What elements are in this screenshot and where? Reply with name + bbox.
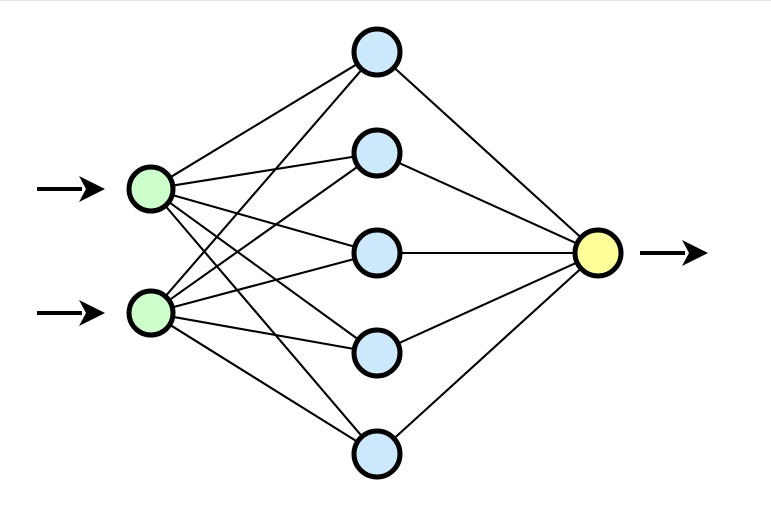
output-arrow-1: [640, 240, 708, 266]
hidden-node-h1[interactable]: [351, 26, 403, 78]
connection-edge: [173, 316, 354, 350]
hidden-node-h2[interactable]: [351, 127, 403, 179]
input-node-i2[interactable]: [126, 288, 176, 338]
hidden-node-h3[interactable]: [351, 227, 403, 279]
connection-edge: [173, 155, 354, 187]
output-node-o1[interactable]: [572, 227, 624, 279]
connection-edge: [398, 262, 577, 344]
input-arrow-2: [37, 300, 105, 326]
input-arrow-2-head: [79, 300, 105, 326]
connection-edge: [169, 166, 359, 301]
connection-edge: [168, 201, 359, 340]
connection-edge: [394, 268, 581, 439]
connection-edge: [165, 69, 363, 297]
hidden-node-h4[interactable]: [351, 327, 403, 379]
connection-edge: [172, 258, 355, 309]
connection-edge: [170, 63, 358, 178]
connection-edge: [165, 205, 363, 437]
input-arrow-1-head: [79, 176, 105, 202]
hidden-node-h5[interactable]: [351, 428, 403, 480]
connection-edge: [398, 162, 577, 244]
io-arrows-group: [37, 176, 708, 326]
edges-group: [165, 63, 581, 443]
connection-edge: [172, 194, 355, 248]
connection-edge: [394, 67, 581, 238]
input-node-i1[interactable]: [126, 164, 176, 214]
output-arrow-1-head: [682, 240, 708, 266]
input-arrow-1: [37, 176, 105, 202]
nodes-group: [126, 26, 624, 480]
connection-edge: [169, 324, 358, 443]
